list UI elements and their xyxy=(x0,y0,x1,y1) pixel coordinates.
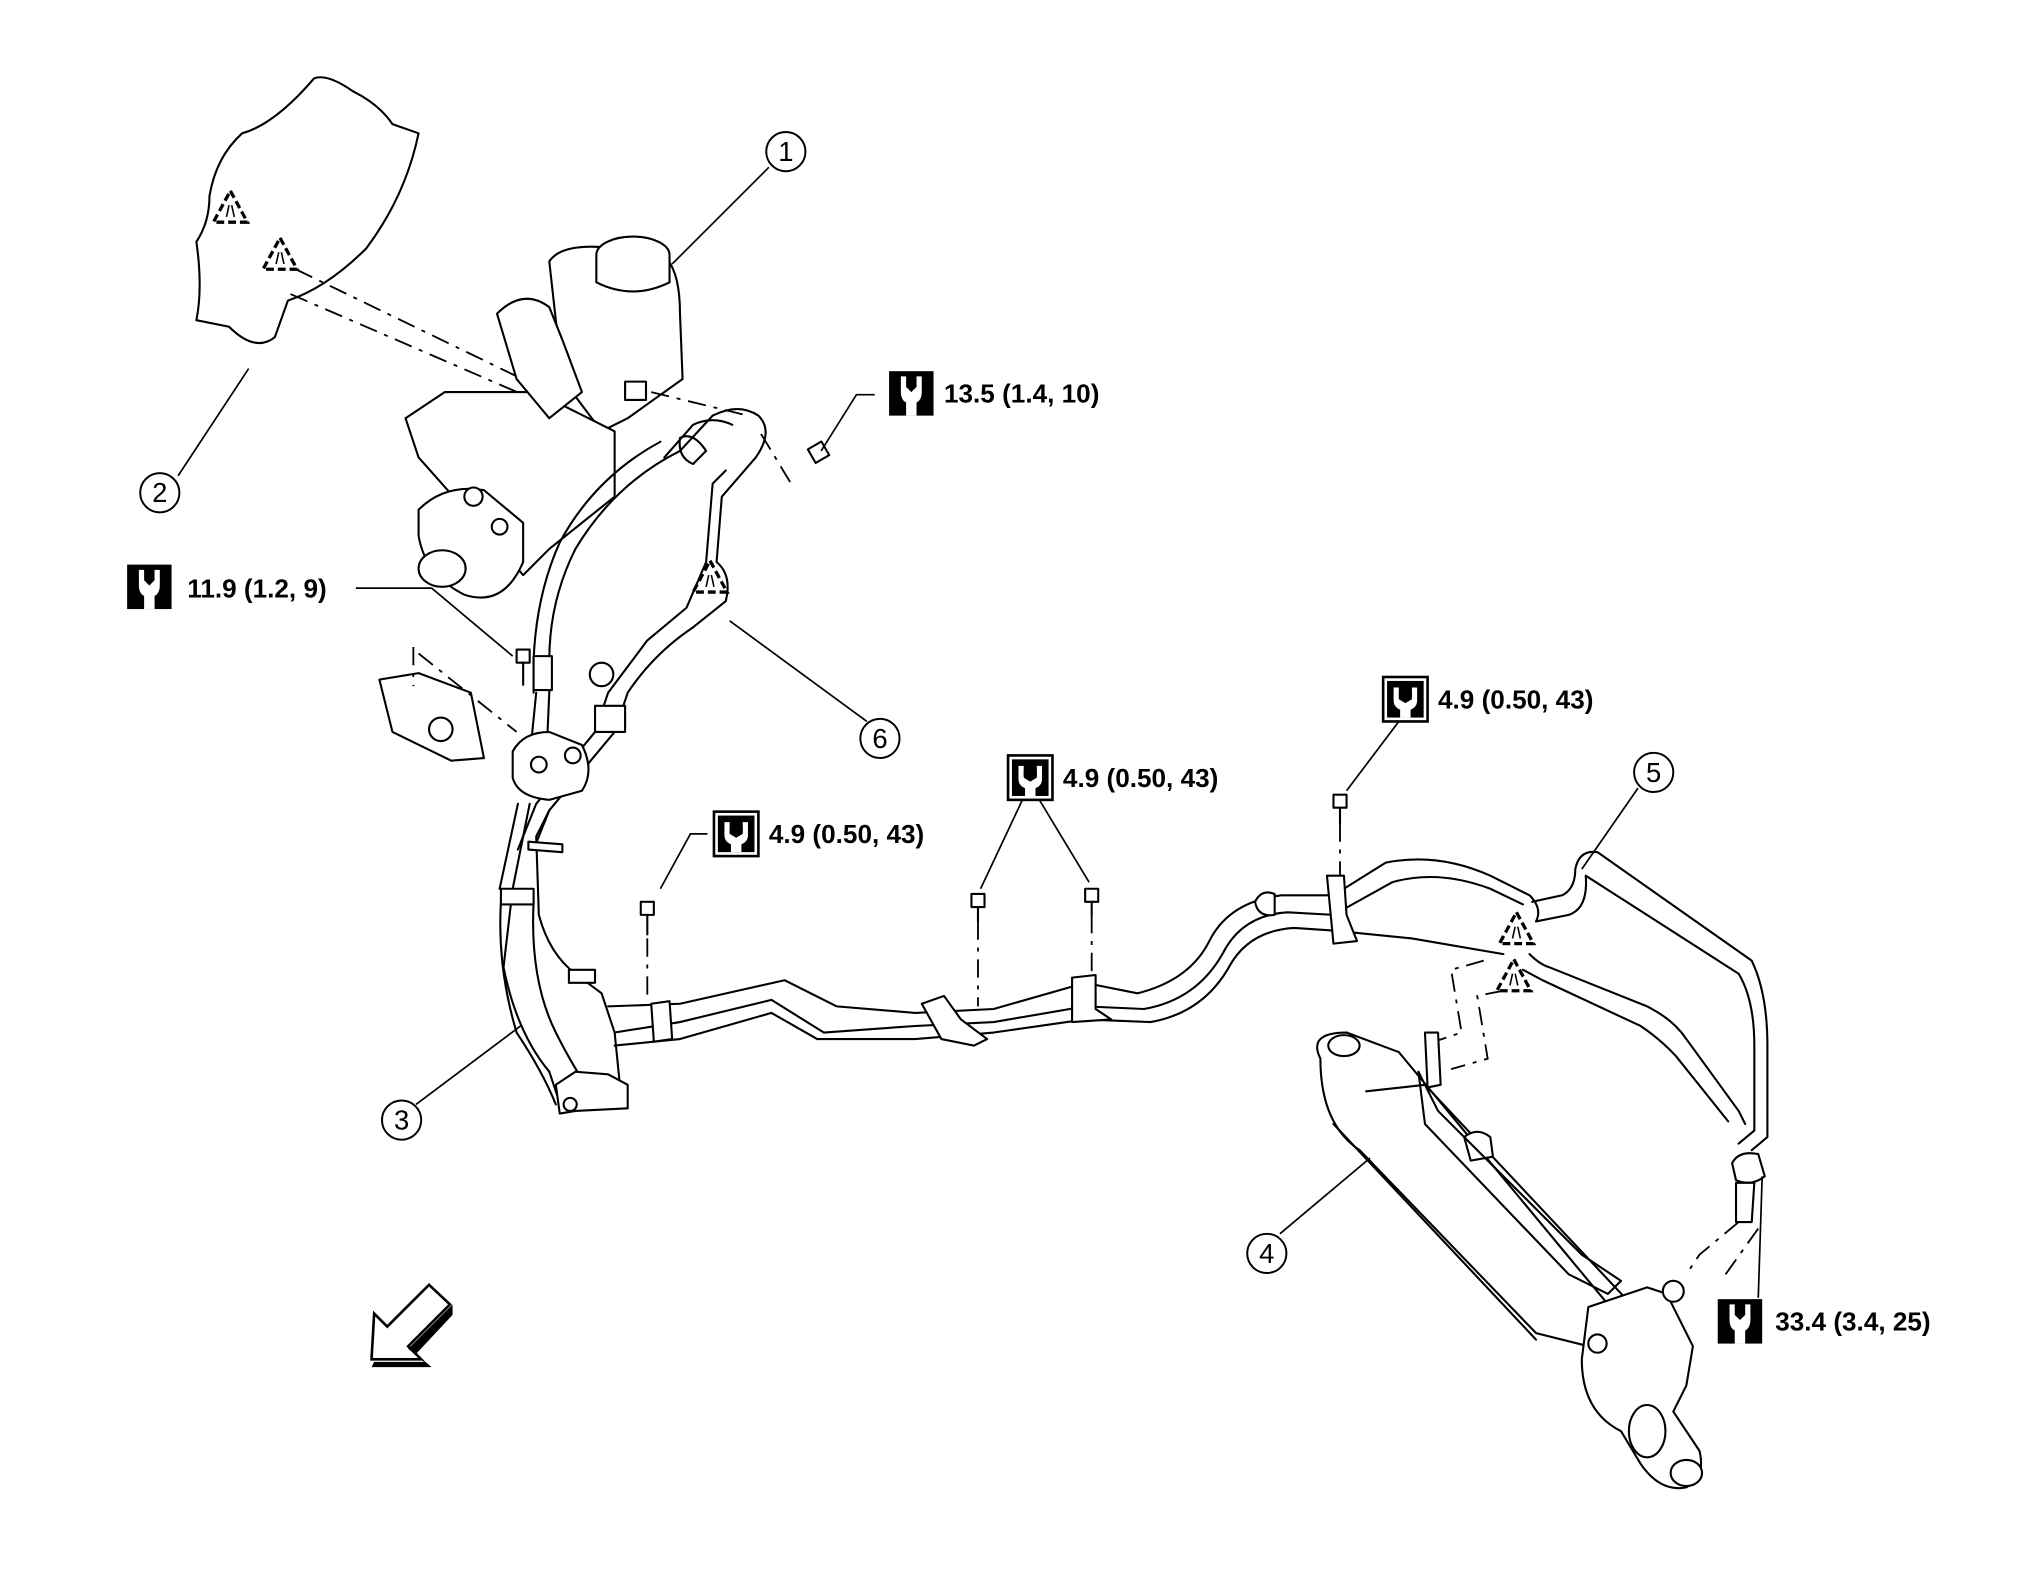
torque-spec-13-5: 13.5 (1.4, 10) xyxy=(889,371,1099,416)
callout-3: 3 xyxy=(381,1099,423,1141)
torque-spec-4-9-a: 4.9 (0.50, 43) xyxy=(712,810,924,858)
callout-2: 2 xyxy=(139,472,181,514)
svg-text:4.9 (0.50, 43): 4.9 (0.50, 43) xyxy=(1438,684,1593,714)
callout-4: 4 xyxy=(1246,1232,1288,1274)
steering-gear xyxy=(1316,1031,1704,1490)
bolt-icon xyxy=(970,892,986,923)
torque-spec-4-9-b: 4.9 (0.50, 43) xyxy=(1006,754,1218,802)
do-not-reuse-icon xyxy=(1497,910,1536,946)
svg-text:2: 2 xyxy=(152,477,167,508)
open-wrench-icon xyxy=(1717,1299,1763,1344)
bolt-icon xyxy=(515,648,531,686)
svg-text:11.9 (1.2, 9): 11.9 (1.2, 9) xyxy=(187,573,326,603)
svg-text:33.4 (3.4, 25): 33.4 (3.4, 25) xyxy=(1775,1307,1930,1337)
callout-6: 6 xyxy=(859,717,901,760)
bolt-icon xyxy=(639,900,655,936)
dash-panel-outline xyxy=(195,76,420,345)
svg-text:4.9 (0.50, 43): 4.9 (0.50, 43) xyxy=(769,819,924,849)
front-arrow-icon xyxy=(370,1282,453,1368)
do-not-reuse-icon xyxy=(1495,957,1533,993)
torque-spec-33-4: 33.4 (3.4, 25) xyxy=(1717,1299,1931,1344)
svg-text:4: 4 xyxy=(1259,1238,1274,1269)
open-wrench-icon xyxy=(127,564,172,610)
svg-text:13.5 (1.4, 10): 13.5 (1.4, 10) xyxy=(944,379,1099,409)
callout-1: 1 xyxy=(765,131,807,173)
hex-bolt-wrench-icon xyxy=(1006,754,1054,802)
power-steering-pump xyxy=(378,235,749,762)
hex-bolt-wrench-icon xyxy=(712,810,760,858)
svg-text:1: 1 xyxy=(778,136,793,167)
callout-5: 5 xyxy=(1633,751,1675,794)
torque-spec-4-9-c: 4.9 (0.50, 43) xyxy=(1381,675,1593,723)
svg-text:5: 5 xyxy=(1646,757,1661,788)
do-not-reuse-icon xyxy=(211,189,250,224)
hex-bolt-wrench-icon xyxy=(1381,675,1429,723)
svg-text:3: 3 xyxy=(394,1105,409,1136)
open-wrench-icon xyxy=(889,371,934,416)
do-not-reuse-icon xyxy=(691,559,729,594)
bolt-icon xyxy=(1332,793,1348,825)
torque-spec-11-9: 11.9 (1.2, 9) xyxy=(127,564,327,610)
do-not-reuse-icon xyxy=(261,236,299,271)
bolt-icon xyxy=(1084,887,1100,916)
svg-text:6: 6 xyxy=(872,723,887,754)
tube-5 xyxy=(1521,850,1769,1152)
svg-text:4.9 (0.50, 43): 4.9 (0.50, 43) xyxy=(1063,763,1218,793)
